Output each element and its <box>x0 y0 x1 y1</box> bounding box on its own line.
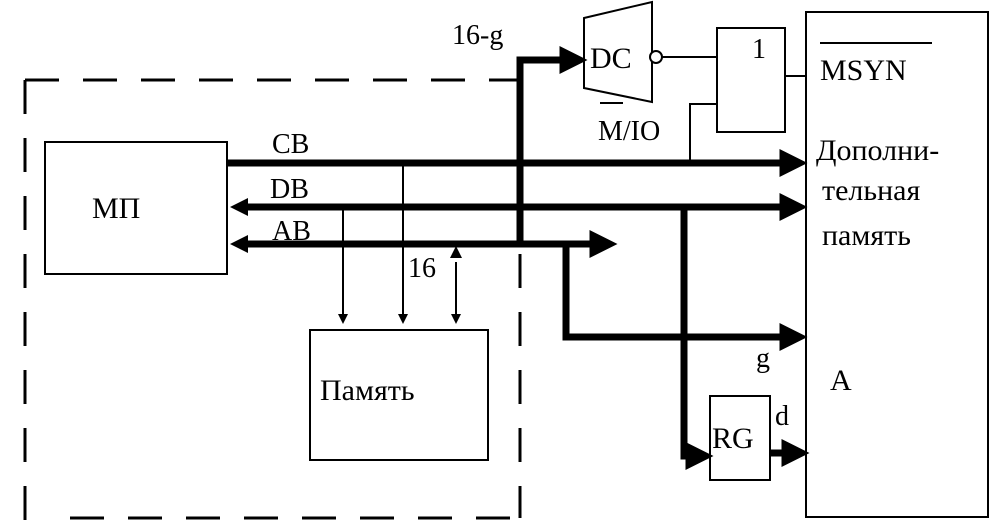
extra-memory-a-label: A <box>830 364 852 397</box>
register-output-line: d <box>770 401 810 467</box>
ab-bus: AB <box>230 216 618 258</box>
d-label: d <box>775 401 789 432</box>
db-bus-label: DB <box>270 174 309 205</box>
cb-bus-label: CB <box>272 129 309 160</box>
db-bus-left-arrow <box>230 198 248 216</box>
cb-bus: CB <box>227 129 808 177</box>
ab-bus-label: AB <box>272 216 311 247</box>
low-address-line: g <box>562 244 808 374</box>
svg-text:M/IO: M/IO <box>598 116 660 147</box>
memory-taps: 16 <box>338 163 462 324</box>
memory-label: Память <box>320 374 415 407</box>
msyn-signal-label: MSYN <box>820 42 932 87</box>
extra-memory-label-1: Дополни- <box>816 134 939 167</box>
or-gate-block: 1 <box>716 27 786 133</box>
control-lines <box>662 56 806 163</box>
ab-bus-left-arrow <box>230 235 248 253</box>
high-address-label: 16-g <box>452 20 503 51</box>
high-address-line: 16-g <box>452 20 588 244</box>
extra-memory-label-3: память <box>822 219 911 252</box>
mp-label: МП <box>92 192 140 225</box>
m-io-rest-part: /IO <box>623 116 660 147</box>
decoder-block: DC <box>583 0 663 104</box>
addr-16-label: 16 <box>408 253 436 284</box>
register-block: RG <box>709 395 771 481</box>
m-io-signal-label: M/IO <box>598 102 660 147</box>
memory-block: Память <box>309 329 489 461</box>
mp-block: МП <box>44 141 228 275</box>
or-gate-label: 1 <box>752 34 766 65</box>
m-io-overbar-part: M <box>598 116 623 147</box>
extra-memory-label-2: тельная <box>822 174 920 207</box>
decoder-inverted-output <box>649 50 663 64</box>
extra-memory-block: Дополни- тельная память A <box>805 11 989 518</box>
db-to-register-line <box>680 207 714 470</box>
msyn-label: MSYN <box>820 54 907 87</box>
decoder-label: DC <box>590 42 632 75</box>
register-label: RG <box>712 422 754 455</box>
g-label: g <box>756 343 770 374</box>
db-bus: DB <box>230 174 808 221</box>
